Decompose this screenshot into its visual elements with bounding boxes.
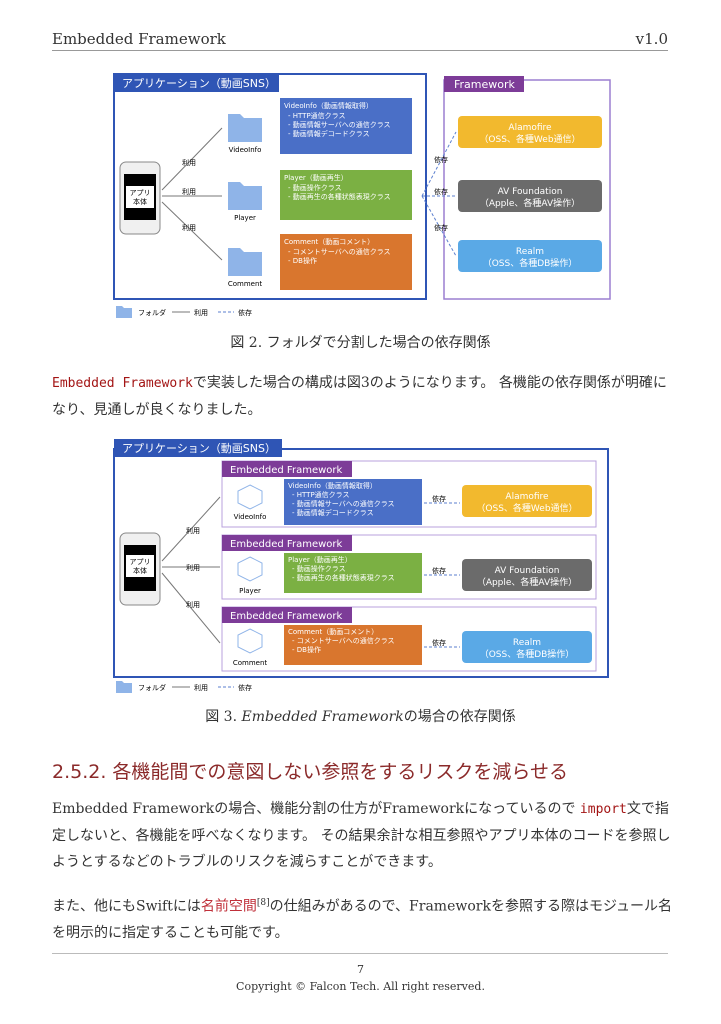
- svg-text:（OSS、各種DB操作）: （OSS、各種DB操作）: [480, 648, 575, 660]
- figure-3-diagram: アプリケーション（動画SNS） アプリ 本体 利用 利用 利用 Embedded…: [113, 439, 609, 693]
- svg-text:利用: 利用: [186, 600, 200, 609]
- svg-text:依存: 依存: [432, 566, 446, 575]
- page-header: Embedded Framework v1.0: [52, 28, 668, 51]
- folder-icons: [228, 114, 262, 276]
- svg-text:- 動画情報サーバへの通信クラス: - 動画情報サーバへの通信クラス: [288, 120, 391, 129]
- namespace-link[interactable]: 名前空間: [200, 898, 257, 915]
- svg-text:依存: 依存: [434, 187, 448, 196]
- svg-text:- 動画操作クラス: - 動画操作クラス: [292, 564, 346, 573]
- svg-text:利用: 利用: [186, 526, 200, 535]
- device-label-2: 本体: [133, 197, 147, 206]
- svg-text:- HTTP通信クラス: - HTTP通信クラス: [292, 490, 350, 499]
- svg-text:Comment: Comment: [233, 659, 268, 667]
- svg-text:VideoInfo（動画情報取得）: VideoInfo（動画情報取得）: [288, 481, 377, 490]
- svg-text:（OSS、各種Web通信）: （OSS、各種Web通信）: [479, 133, 580, 145]
- svg-text:アプリ: アプリ: [130, 558, 151, 566]
- paragraph-2: Embedded Frameworkの場合、機能分割の仕方がFrameworkに…: [52, 801, 671, 870]
- svg-text:利用: 利用: [186, 563, 200, 572]
- svg-text:アプリケーション（動画SNS）: アプリケーション（動画SNS）: [122, 441, 276, 455]
- section-heading: 2.5.2. 各機能間での意図しない参照をするリスクを減らせる: [52, 761, 569, 783]
- svg-text:依存: 依存: [432, 638, 446, 647]
- svg-text:（Apple、各種AV操作）: （Apple、各種AV操作）: [477, 576, 577, 588]
- use-arrows-3: [161, 496, 221, 644]
- svg-text:- 動画情報デコードクラス: - 動画情報デコードクラス: [292, 508, 374, 517]
- footer-rule: [52, 953, 668, 954]
- svg-text:- DB操作: - DB操作: [292, 645, 321, 654]
- svg-text:Comment（動画コメント）: Comment（動画コメント）: [284, 237, 374, 246]
- framework-title-bar: [444, 76, 524, 92]
- svg-text:フォルダ: フォルダ: [138, 683, 166, 692]
- svg-text:Alamofire: Alamofire: [505, 492, 549, 502]
- player-box: [280, 170, 412, 220]
- doc-version: v1.0: [635, 30, 668, 48]
- footnote-ref[interactable]: [8]: [256, 898, 270, 908]
- svg-text:VideoInfo: VideoInfo: [234, 513, 267, 521]
- comment-box: [280, 234, 412, 290]
- svg-text:AV Foundation: AV Foundation: [498, 187, 563, 197]
- svg-text:AV Foundation: AV Foundation: [495, 566, 560, 576]
- use-label-2: 利用: [182, 187, 196, 196]
- use-arrows: [161, 127, 223, 261]
- svg-text:依存: 依存: [238, 308, 252, 317]
- lib-avfoundation: [458, 180, 602, 212]
- framework-title: Framework: [454, 78, 516, 91]
- folder-label-2: Player: [234, 214, 256, 222]
- dependency-arrows: [421, 131, 457, 257]
- use-label-3: 利用: [182, 223, 196, 232]
- legend-folder-icon: [116, 306, 132, 318]
- svg-text:Player: Player: [239, 587, 261, 595]
- figure-2-diagram: アプリケーション（動画SNS） Framework アプリ 本体 利用 利用 利…: [113, 73, 611, 318]
- svg-text:利用: 利用: [194, 308, 208, 317]
- svg-text:Player（動画再生）: Player（動画再生）: [288, 555, 352, 564]
- svg-text:- DB操作: - DB操作: [288, 256, 317, 265]
- svg-text:フォルダ: フォルダ: [138, 308, 166, 317]
- svg-text:- HTTP通信クラス: - HTTP通信クラス: [288, 111, 346, 120]
- svg-text:Realm: Realm: [513, 638, 541, 648]
- svg-text:依存: 依存: [434, 223, 448, 232]
- lib-realm: [458, 240, 602, 272]
- folder-label-3: Comment: [228, 280, 263, 288]
- svg-text:利用: 利用: [194, 683, 208, 692]
- figure-3-caption: 図 3. Embedded Frameworkの場合の依存関係: [205, 709, 516, 725]
- page-number: 7: [357, 963, 364, 976]
- svg-text:（OSS、各種Web通信）: （OSS、各種Web通信）: [476, 502, 577, 514]
- svg-text:依存: 依存: [434, 155, 448, 164]
- svg-text:VideoInfo（動画情報取得）: VideoInfo（動画情報取得）: [284, 101, 373, 110]
- paragraph-1: Embedded Frameworkで実装した場合の構成は図3のようになります。…: [52, 375, 667, 418]
- svg-text:- 動画再生の各種状態表現クラス: - 動画再生の各種状態表現クラス: [292, 573, 395, 582]
- svg-text:Comment（動画コメント）: Comment（動画コメント）: [288, 627, 378, 636]
- figure-2-caption: 図 2. フォルダで分割した場合の依存関係: [230, 335, 491, 351]
- app-title: アプリケーション（動画SNS）: [122, 76, 276, 90]
- svg-text:依存: 依存: [238, 683, 252, 692]
- svg-text:- 動画再生の各種状態表現クラス: - 動画再生の各種状態表現クラス: [288, 192, 391, 201]
- inline-code-import: import: [579, 802, 627, 817]
- videoinfo-box: [280, 98, 412, 154]
- svg-text:- 動画操作クラス: - 動画操作クラス: [288, 183, 342, 192]
- copyright: Copyright © Falcon Tech. All right reser…: [236, 980, 485, 993]
- lib-alamofire: [458, 116, 602, 148]
- svg-text:Alamofire: Alamofire: [508, 123, 552, 133]
- folder-label-1: VideoInfo: [229, 146, 262, 154]
- app-title-bar: [114, 74, 279, 92]
- svg-text:Embedded Framework: Embedded Framework: [230, 611, 342, 622]
- svg-text:- コメントサーバへの通信クラス: - コメントサーバへの通信クラス: [288, 247, 391, 256]
- svg-text:（OSS、各種DB操作）: （OSS、各種DB操作）: [483, 257, 578, 269]
- svg-text:- コメントサーバへの通信クラス: - コメントサーバへの通信クラス: [292, 636, 395, 645]
- svg-text:Realm: Realm: [516, 247, 544, 257]
- svg-text:依存: 依存: [432, 494, 446, 503]
- doc-title: Embedded Framework: [52, 30, 226, 48]
- svg-text:- 動画情報サーバへの通信クラス: - 動画情報サーバへの通信クラス: [292, 499, 395, 508]
- svg-text:（Apple、各種AV操作）: （Apple、各種AV操作）: [480, 197, 580, 209]
- use-label-1: 利用: [182, 158, 196, 167]
- svg-text:- 動画情報デコードクラス: - 動画情報デコードクラス: [288, 129, 370, 138]
- device-label-1: アプリ: [130, 189, 151, 197]
- svg-text:Embedded Framework: Embedded Framework: [230, 539, 342, 550]
- svg-text:Embedded Framework: Embedded Framework: [230, 465, 342, 476]
- paragraph-3: また、他にもSwiftには名前空間[8]の仕組みがあるので、Frameworkを…: [52, 898, 672, 941]
- inline-code-ef: Embedded Framework: [52, 376, 193, 391]
- svg-text:Player（動画再生）: Player（動画再生）: [284, 173, 348, 182]
- svg-text:本体: 本体: [133, 566, 147, 575]
